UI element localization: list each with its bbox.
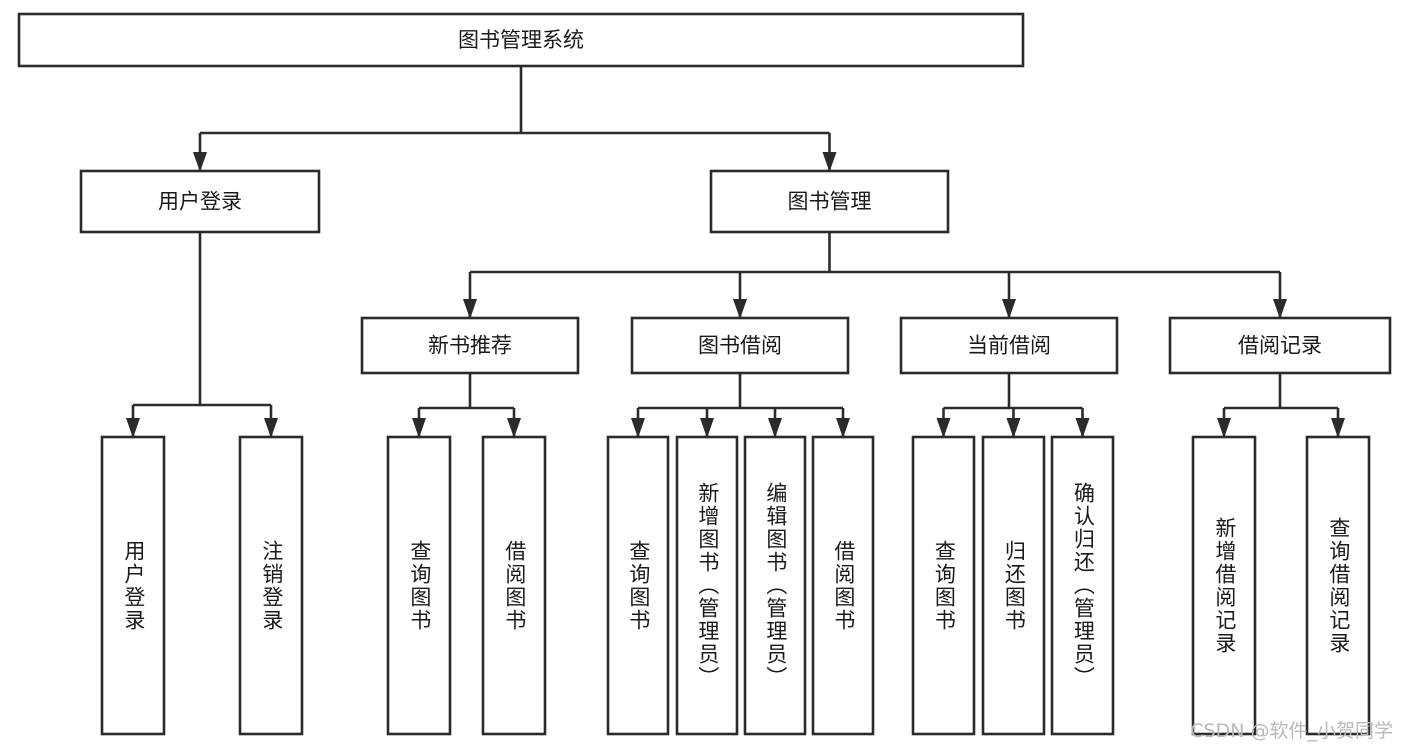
arrow-head (1217, 418, 1231, 438)
node-box-leaf-edit-book-admin[interactable] (743, 435, 807, 736)
arrow-head (768, 418, 782, 438)
node-label-new-book-recommend: 新书推荐 (428, 334, 512, 358)
node-box-leaf-query-book-current[interactable] (911, 435, 976, 736)
node-box-current-borrow[interactable] (899, 316, 1119, 375)
node-box-borrow-record[interactable] (1168, 316, 1392, 375)
arrow-head (412, 418, 426, 438)
arrow-head (733, 299, 747, 319)
node-label-root: 图书管理系统 (458, 28, 584, 52)
node-box-leaf-confirm-return-admin[interactable] (1050, 435, 1115, 736)
node-box-leaf-return-book[interactable] (981, 435, 1046, 736)
node-boxes-layer (17, 12, 1392, 736)
connector-group-new-book-recommend (412, 373, 521, 438)
node-label-current-borrow: 当前借阅 (967, 334, 1051, 358)
connector-group-borrow-record (1217, 373, 1345, 438)
connectors-layer (126, 66, 1345, 438)
arrow-head (836, 418, 850, 438)
node-box-leaf-query-borrow-record[interactable] (1305, 435, 1371, 736)
node-box-leaf-add-borrow-record[interactable] (1191, 435, 1257, 736)
arrow-head (463, 299, 477, 319)
csdn-watermark: CSDN @软件_小贺同学 (1190, 720, 1393, 742)
node-label-book-borrow: 图书借阅 (698, 334, 782, 358)
arrow-head (1006, 418, 1021, 438)
arrow-head (700, 418, 714, 438)
connector-group-user-login (126, 232, 278, 438)
node-label-book-manage: 图书管理 (788, 190, 872, 214)
arrow-head (1273, 299, 1287, 319)
node-box-leaf-add-book-admin[interactable] (675, 435, 739, 736)
arrow-head (822, 152, 837, 172)
connector-group-root (193, 66, 837, 172)
node-box-new-book-recommend[interactable] (360, 316, 580, 375)
node-box-leaf-logout[interactable] (238, 435, 304, 736)
node-box-leaf-user-login[interactable] (100, 435, 166, 736)
arrow-head (1331, 418, 1345, 438)
arrow-head (631, 418, 645, 438)
arrow-head (1075, 418, 1090, 438)
node-label-user-login: 用户登录 (158, 190, 242, 214)
arrow-head (264, 418, 278, 438)
node-box-book-manage[interactable] (709, 169, 950, 234)
connector-group-book-manage (463, 232, 1287, 319)
arrow-head (507, 418, 521, 438)
node-box-user-login[interactable] (79, 169, 321, 234)
connector-group-book-borrow (631, 373, 850, 438)
node-box-root[interactable] (17, 12, 1025, 68)
node-box-leaf-query-book-rec[interactable] (386, 435, 452, 736)
arrow-head (126, 418, 140, 438)
connector-group-current-borrow (936, 373, 1090, 438)
node-box-leaf-borrow-book[interactable] (811, 435, 875, 736)
arrow-head (193, 152, 207, 172)
arrow-head (1002, 299, 1016, 319)
node-label-borrow-record: 借阅记录 (1238, 334, 1322, 358)
node-box-leaf-query-book-borrow[interactable] (606, 435, 670, 736)
node-box-leaf-borrow-book-rec[interactable] (481, 435, 547, 736)
node-box-book-borrow[interactable] (630, 316, 850, 375)
arrow-head (936, 418, 951, 438)
